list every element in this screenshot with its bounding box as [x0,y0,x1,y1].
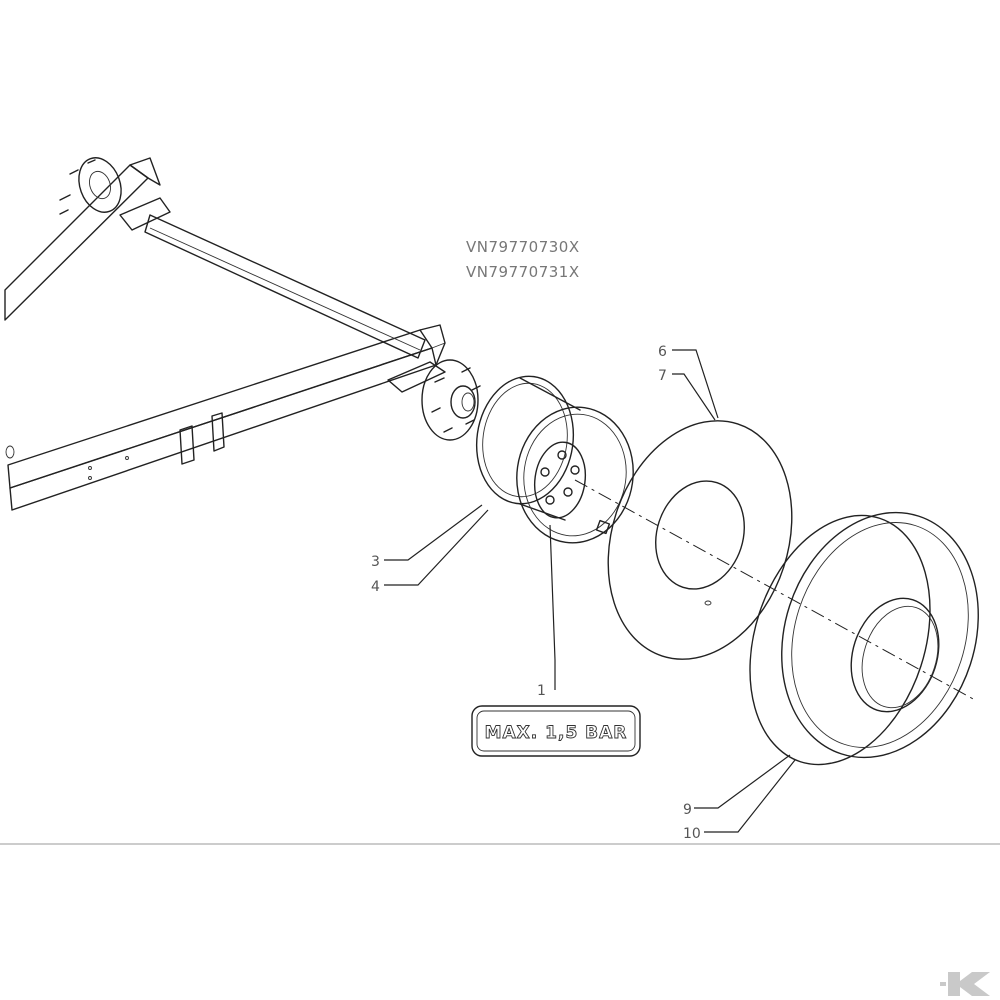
callout-9: 9 [683,802,692,818]
part-number-1: VN79770730X [466,238,580,256]
leader-lines [384,349,796,833]
part-number-2: VN79770731X [466,263,580,281]
pressure-label-plate: MAX. 1,5 BAR [471,705,641,757]
callout-6: 6 [658,344,667,360]
tyre [749,511,979,766]
k-logo-icon [940,972,990,996]
callout-1: 1 [537,683,546,699]
pressure-label-text: MAX. 1,5 BAR [485,723,628,743]
callout-10: 10 [683,826,701,842]
chassis-frame [4,157,446,511]
callout-4: 4 [371,579,380,595]
callout-3: 3 [371,554,380,570]
inner-tube [607,420,793,660]
centre-axis [574,479,976,701]
wheel-rim [475,375,634,544]
callout-7: 7 [658,368,667,384]
wheel-hub [421,359,481,441]
